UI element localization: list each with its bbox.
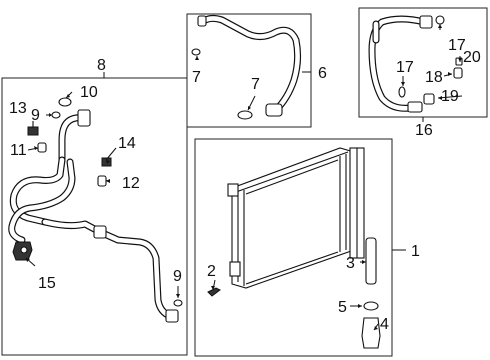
callout-7-left: 7 bbox=[192, 69, 201, 86]
o-ring-17-lower bbox=[398, 86, 406, 98]
callout-6: 6 bbox=[318, 65, 327, 82]
o-ring-17-upper bbox=[435, 15, 445, 25]
callout-4: 4 bbox=[380, 316, 389, 333]
callout-12: 12 bbox=[122, 175, 140, 192]
callout-16: 16 bbox=[415, 122, 433, 139]
condenser-1 bbox=[227, 147, 365, 289]
leader-arrows bbox=[26, 24, 462, 330]
o-ring-9-lower bbox=[173, 299, 183, 307]
callout-1: 1 bbox=[411, 243, 420, 260]
group-box-1 bbox=[194, 138, 393, 357]
o-ring-7-lower bbox=[237, 110, 253, 120]
plug-4 bbox=[361, 317, 381, 349]
pin-2 bbox=[207, 287, 221, 297]
o-ring-10 bbox=[58, 97, 72, 107]
fitting-18 bbox=[453, 67, 463, 79]
group-box-6 bbox=[186, 13, 312, 128]
callout-9-lower: 9 bbox=[173, 268, 182, 285]
callout-9-upper: 9 bbox=[31, 107, 40, 124]
group-box-8 bbox=[1, 77, 188, 356]
callout-15: 15 bbox=[38, 275, 56, 292]
callout-17-right: 17 bbox=[448, 37, 466, 54]
callout-8: 8 bbox=[97, 57, 106, 74]
callout-19: 19 bbox=[441, 88, 459, 105]
hose-16 bbox=[368, 15, 435, 113]
callout-13: 13 bbox=[9, 100, 27, 117]
callout-14: 14 bbox=[118, 135, 136, 152]
o-ring-7-upper bbox=[191, 48, 201, 56]
callout-11: 11 bbox=[10, 142, 27, 159]
hose-assembly-8 bbox=[8, 109, 179, 323]
callout-18: 18 bbox=[425, 69, 443, 86]
callout-3: 3 bbox=[346, 255, 355, 272]
valve-core-13 bbox=[27, 121, 39, 136]
hose-6 bbox=[197, 14, 302, 117]
o-ring-5 bbox=[363, 301, 379, 311]
o-ring-9-upper bbox=[51, 111, 61, 119]
callout-20: 20 bbox=[463, 49, 481, 66]
callout-17-left: 17 bbox=[396, 59, 414, 76]
drier-3 bbox=[365, 237, 377, 285]
callout-5: 5 bbox=[338, 299, 347, 316]
callout-10: 10 bbox=[80, 84, 98, 101]
callout-7-right: 7 bbox=[251, 76, 260, 93]
cap-12 bbox=[97, 175, 107, 187]
cap-11 bbox=[37, 142, 47, 153]
callout-2: 2 bbox=[207, 263, 216, 280]
